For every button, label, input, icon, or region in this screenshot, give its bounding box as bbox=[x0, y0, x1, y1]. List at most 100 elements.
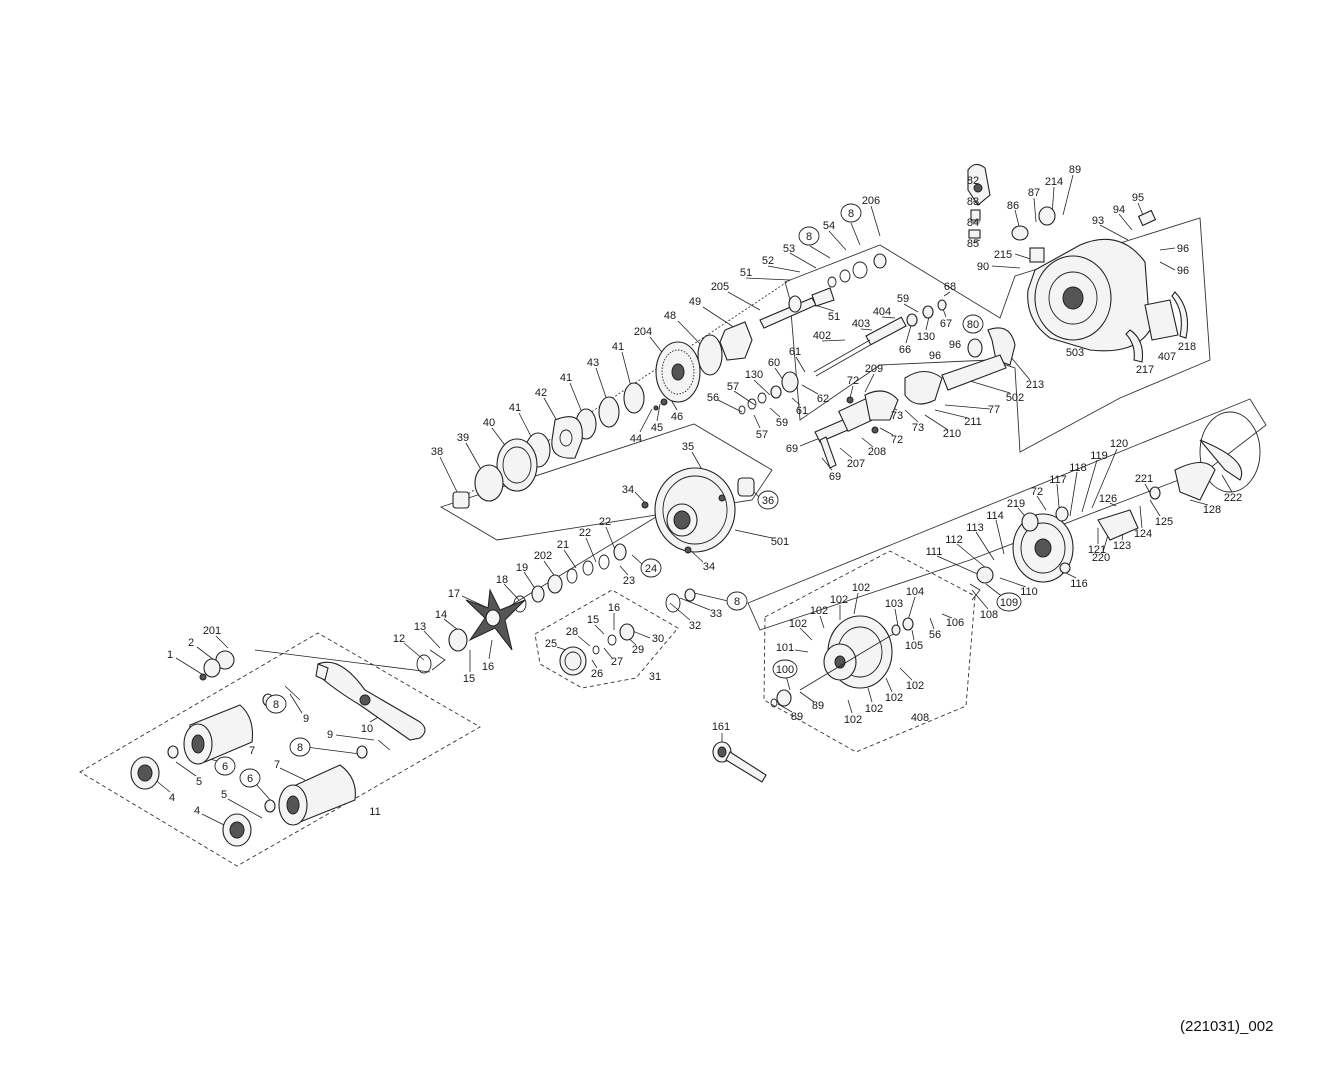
callout-number: 61 bbox=[789, 346, 801, 358]
callout-number: 106 bbox=[946, 617, 964, 629]
callout: 1 bbox=[167, 649, 173, 661]
callout: 52 bbox=[762, 255, 774, 267]
callout-number: 22 bbox=[579, 527, 591, 539]
callout-number: 69 bbox=[786, 443, 798, 455]
brake-rotor-part bbox=[823, 615, 893, 689]
callout: 87 bbox=[1028, 187, 1040, 199]
callout-number: 2 bbox=[188, 637, 194, 649]
callout: 217 bbox=[1136, 364, 1154, 376]
handle-nut-plate-part bbox=[203, 658, 221, 678]
callout: 68 bbox=[944, 281, 956, 293]
parts bbox=[130, 163, 1261, 847]
callout: 19 bbox=[516, 562, 528, 574]
callout: 41 bbox=[509, 402, 521, 414]
callout-number: 128 bbox=[1203, 504, 1221, 516]
callout-number: 8 bbox=[734, 596, 740, 608]
callout-number: 102 bbox=[789, 618, 807, 630]
callout: 503 bbox=[1066, 347, 1084, 359]
callout: 202 bbox=[534, 550, 552, 562]
callout: 213 bbox=[1026, 379, 1044, 391]
callout-number: 112 bbox=[945, 534, 963, 546]
callout-number: 90 bbox=[977, 261, 989, 273]
callout-number: 121 bbox=[1088, 544, 1106, 556]
callout-number: 207 bbox=[847, 458, 865, 470]
callout-number: 102 bbox=[852, 582, 870, 594]
callout: 105 bbox=[905, 640, 923, 652]
callout-number: 89 bbox=[812, 700, 824, 712]
worm-shaft-part bbox=[814, 390, 899, 469]
callout: 16 bbox=[482, 661, 494, 673]
callout-number: 16 bbox=[608, 602, 620, 614]
callout-circle bbox=[289, 737, 311, 757]
callout-number: 7 bbox=[249, 745, 255, 757]
callout-number: 35 bbox=[682, 441, 694, 453]
callout-number: 44 bbox=[630, 433, 642, 445]
callout: 209 bbox=[865, 363, 883, 375]
callout: 123 bbox=[1113, 540, 1131, 552]
callout-number: 23 bbox=[623, 575, 635, 587]
callout: 15 bbox=[463, 673, 475, 685]
callout: 51 bbox=[828, 311, 840, 323]
callout-number: 109 bbox=[1000, 597, 1018, 609]
callout-circle bbox=[640, 558, 662, 578]
callout-number: 89 bbox=[791, 711, 803, 723]
callout-number: 94 bbox=[1113, 204, 1125, 216]
circled-callout: 109 bbox=[996, 592, 1022, 612]
callout-number: 4 bbox=[169, 792, 175, 804]
callout-number: 25 bbox=[545, 638, 557, 650]
callout: 39 bbox=[457, 432, 469, 444]
callout-number: 32 bbox=[689, 620, 701, 632]
callout-number: 67 bbox=[940, 318, 952, 330]
callout-number: 62 bbox=[817, 393, 829, 405]
callout: 118 bbox=[1069, 462, 1087, 474]
circled-callout: 6 bbox=[239, 768, 261, 788]
callout-number: 8 bbox=[848, 208, 854, 220]
callout: 38 bbox=[431, 446, 443, 458]
washer-part bbox=[448, 628, 468, 652]
callout-number: 130 bbox=[745, 369, 763, 381]
callout-number: 51 bbox=[828, 311, 840, 323]
callout-number: 408 bbox=[911, 712, 929, 724]
wrench-tool-part bbox=[712, 741, 767, 783]
brake-assembly-frame bbox=[763, 550, 976, 753]
callout: 12 bbox=[393, 633, 405, 645]
callout-circle bbox=[757, 490, 779, 510]
callout: 4 bbox=[169, 792, 175, 804]
callout-number: 33 bbox=[710, 608, 722, 620]
callout: 89 bbox=[1069, 164, 1081, 176]
callout: 26 bbox=[591, 668, 603, 680]
callout: 121 bbox=[1088, 544, 1106, 556]
callout: 102 bbox=[852, 582, 870, 594]
callout-number: 53 bbox=[783, 243, 795, 255]
callout: 61 bbox=[789, 346, 801, 358]
callout: 49 bbox=[689, 296, 701, 308]
callout-number: 14 bbox=[435, 609, 447, 621]
bearing-part bbox=[776, 689, 792, 707]
callout-number: 501 bbox=[771, 536, 789, 548]
callout: 86 bbox=[1007, 200, 1019, 212]
callout-number: 49 bbox=[689, 296, 701, 308]
callout-number: 101 bbox=[776, 642, 794, 654]
callout: 101 bbox=[776, 642, 794, 654]
callout-number: 117 bbox=[1049, 474, 1067, 486]
block-part bbox=[1029, 247, 1045, 263]
callout-circle bbox=[239, 768, 261, 788]
callout-number: 124 bbox=[1134, 528, 1152, 540]
callout: 102 bbox=[789, 618, 807, 630]
callout: 94 bbox=[1113, 204, 1125, 216]
callout-number: 503 bbox=[1066, 347, 1084, 359]
callout: 53 bbox=[783, 243, 795, 255]
callout-number: 80 bbox=[967, 319, 979, 331]
callout-number: 57 bbox=[727, 381, 739, 393]
callout-number: 8 bbox=[806, 231, 812, 243]
callout-number: 41 bbox=[509, 402, 521, 414]
bearing-sleeve-part bbox=[452, 491, 470, 509]
callout-number: 221 bbox=[1135, 473, 1153, 485]
callout-circle bbox=[962, 314, 984, 334]
callout-number: 82 bbox=[967, 175, 979, 187]
callout-number: 96 bbox=[1177, 265, 1189, 277]
callout-number: 24 bbox=[645, 563, 657, 575]
callout-number: 93 bbox=[1092, 215, 1104, 227]
callout-number: 13 bbox=[414, 621, 426, 633]
callout: 33 bbox=[710, 608, 722, 620]
